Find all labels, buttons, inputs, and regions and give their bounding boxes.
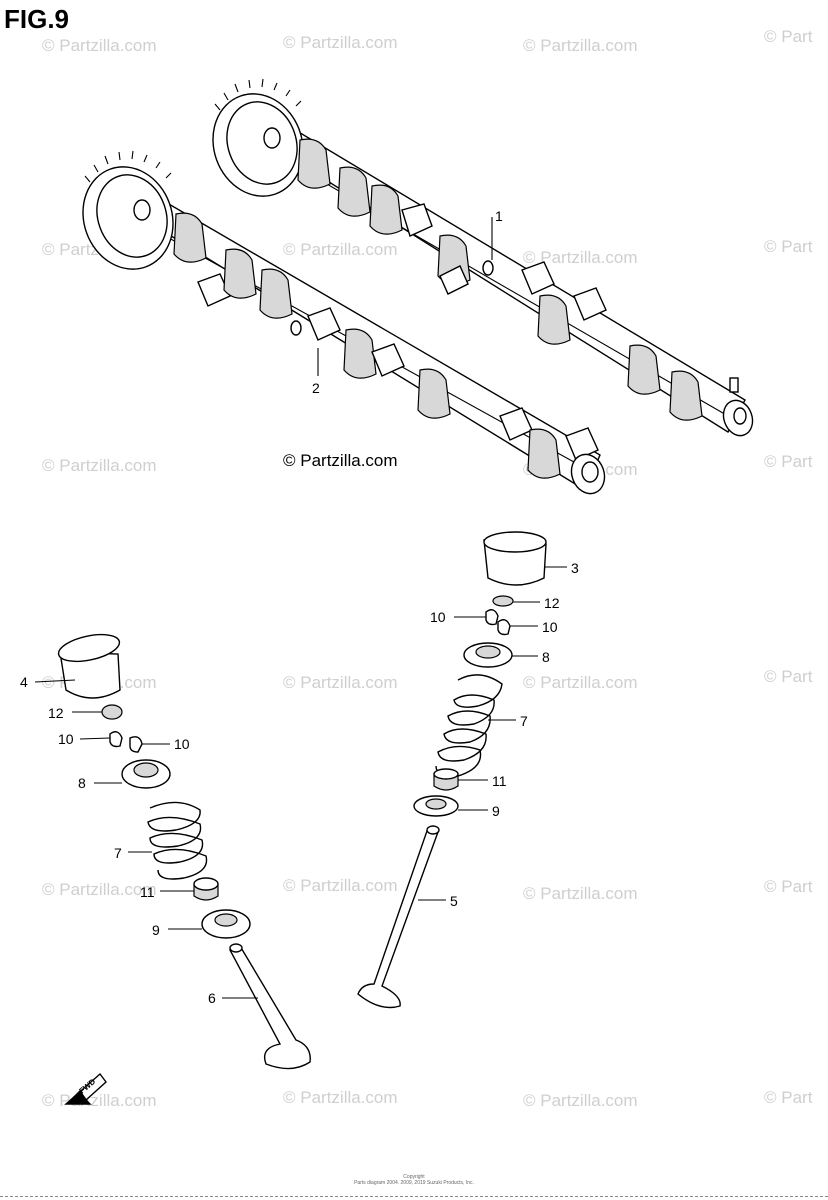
callout-number: 9 xyxy=(492,803,500,819)
retainer-right[interactable] xyxy=(463,642,513,668)
callout-5[interactable]: 5 xyxy=(418,893,458,909)
callout-11-right[interactable]: 11 xyxy=(458,773,507,789)
watermark: © Part xyxy=(764,452,813,471)
callout-number: 11 xyxy=(140,884,155,900)
callout-8-left[interactable]: 8 xyxy=(78,775,122,791)
callout-10-left-1[interactable]: 10 xyxy=(58,731,111,747)
callout-number: 5 xyxy=(450,893,458,909)
callout-3[interactable]: 3 xyxy=(545,560,579,576)
watermark: © Partzilla.com xyxy=(283,673,398,692)
valve-right[interactable] xyxy=(357,825,440,1009)
bottom-divider xyxy=(0,1196,828,1197)
callout-number: 10 xyxy=(58,731,74,747)
camshaft-1[interactable] xyxy=(199,78,757,440)
watermark: © Part xyxy=(764,667,813,686)
callout-number: 9 xyxy=(152,922,160,938)
watermark: © Partzilla.com xyxy=(523,1091,638,1110)
callout-number: 2 xyxy=(312,380,320,396)
seat-left[interactable] xyxy=(201,909,251,939)
cotter-right-2[interactable] xyxy=(497,619,511,636)
callout-number: 10 xyxy=(174,736,190,752)
valve-left[interactable] xyxy=(229,943,311,1070)
watermark: © Partzilla.com xyxy=(283,33,398,52)
footer-line-1: Copyright xyxy=(403,1174,425,1180)
watermark: © Part xyxy=(764,1088,813,1107)
callout-7-right[interactable]: 7 xyxy=(488,713,528,729)
callout-number: 7 xyxy=(114,845,122,861)
seal-left[interactable] xyxy=(193,877,219,901)
retainer-left[interactable] xyxy=(121,759,171,789)
callout-10-right-1[interactable]: 10 xyxy=(430,609,486,625)
shim-left[interactable] xyxy=(101,704,123,720)
watermark: © Partzilla.com xyxy=(42,1091,157,1110)
callout-7-left[interactable]: 7 xyxy=(114,845,152,861)
footer-line-2: Parts diagram 2004. 2009, 2019 Suzuki Pr… xyxy=(354,1180,474,1186)
callout-number: 8 xyxy=(542,649,550,665)
footer-copyright: Copyright Parts diagram 2004. 2009, 2019… xyxy=(0,1174,828,1186)
callout-number: 7 xyxy=(520,713,528,729)
callout-12-right[interactable]: 12 xyxy=(513,595,560,611)
callout-8-right[interactable]: 8 xyxy=(512,649,550,665)
forward-arrow-icon: FWD xyxy=(64,1072,107,1105)
cotter-left-2[interactable] xyxy=(129,736,143,753)
watermark: © Partzilla.com xyxy=(523,884,638,903)
watermark: © Part xyxy=(764,877,813,896)
tappet-left[interactable] xyxy=(56,630,122,699)
callout-number: 10 xyxy=(542,619,558,635)
shim-right[interactable] xyxy=(492,595,514,607)
callout-10-right-2[interactable]: 10 xyxy=(510,619,558,635)
callout-number: 1 xyxy=(495,208,503,224)
callout-9-right[interactable]: 9 xyxy=(458,803,500,819)
watermark: © Partzilla.com xyxy=(42,456,157,475)
callout-12-left[interactable]: 12 xyxy=(48,705,102,721)
spring-left[interactable] xyxy=(147,801,208,880)
callout-1[interactable]: 1 xyxy=(491,208,503,260)
cotter-right-1[interactable] xyxy=(485,609,499,626)
center-copyright: © Partzilla.com xyxy=(283,451,398,470)
watermark: © Partzilla.com xyxy=(523,36,638,55)
seat-right[interactable] xyxy=(413,795,459,817)
watermark: © Part xyxy=(764,27,813,46)
callout-4[interactable]: 4 xyxy=(20,674,76,690)
figure-title: FIG.9 xyxy=(4,4,70,34)
callout-number: 6 xyxy=(208,990,216,1006)
callout-number: 12 xyxy=(48,705,64,721)
watermark: © Partzilla.com xyxy=(42,880,157,899)
callout-number: 11 xyxy=(492,773,507,789)
callout-number: 3 xyxy=(571,560,579,576)
watermark: © Partzilla.com xyxy=(523,248,638,267)
callout-11-left[interactable]: 11 xyxy=(140,884,194,900)
watermark: © Partzilla.com xyxy=(523,673,638,692)
callout-10-left-2[interactable]: 10 xyxy=(142,736,190,752)
callout-2[interactable]: 2 xyxy=(312,348,320,396)
cotter-left-1[interactable] xyxy=(109,731,123,748)
watermark: © Partzilla.com xyxy=(283,240,398,259)
watermark: © Partzilla.com xyxy=(283,1088,398,1107)
callout-6[interactable]: 6 xyxy=(208,990,258,1006)
spring-right[interactable] xyxy=(435,674,503,777)
tappet-right[interactable] xyxy=(483,531,547,586)
callout-number: 4 xyxy=(20,674,28,690)
watermark: © Part xyxy=(764,237,813,256)
seal-right[interactable] xyxy=(433,768,459,791)
watermark: © Partzilla.com xyxy=(42,36,157,55)
callout-number: 12 xyxy=(544,595,560,611)
watermark: © Partzilla.com xyxy=(283,876,398,895)
callout-number: 8 xyxy=(78,775,86,791)
camshaft-2[interactable] xyxy=(69,150,610,498)
callout-9-left[interactable]: 9 xyxy=(152,922,202,938)
callout-number: 10 xyxy=(430,609,446,625)
